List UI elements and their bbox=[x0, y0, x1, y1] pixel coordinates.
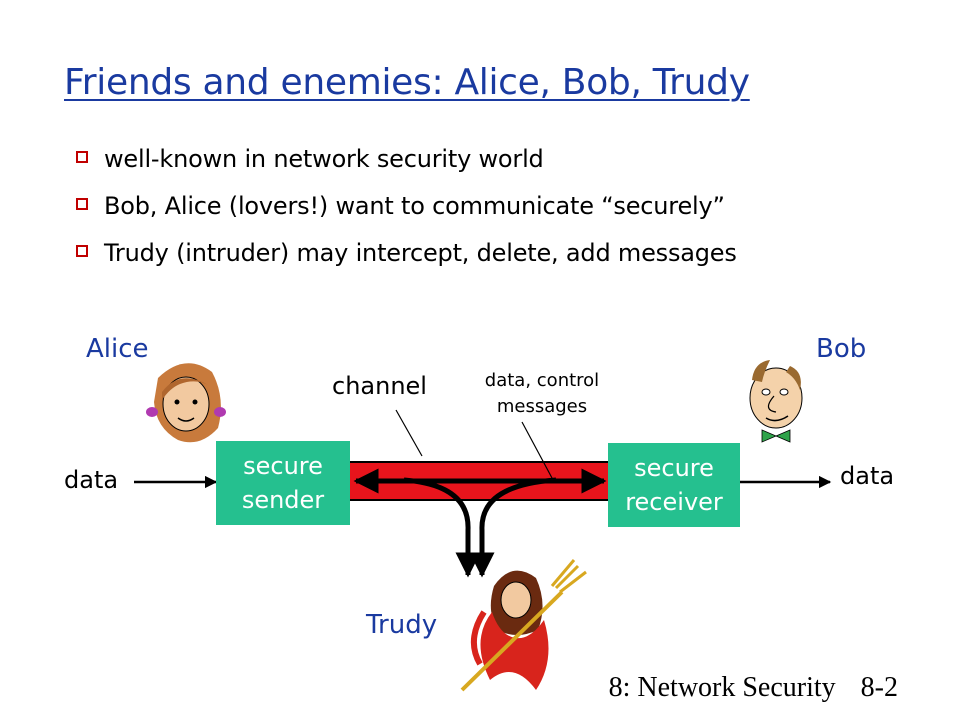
slide-title: Friends and enemies: Alice, Bob, Trudy bbox=[64, 62, 750, 103]
data-out-label: data bbox=[840, 462, 895, 490]
trudy-tap-arrow-right bbox=[469, 477, 557, 578]
bullet-item: Bob, Alice (lovers!) want to communicate… bbox=[76, 187, 737, 234]
secure-receiver-box: secure receiver bbox=[608, 443, 740, 527]
receiver-line2: receiver bbox=[625, 488, 723, 516]
messages-label: data, control messages bbox=[462, 368, 622, 420]
bullet-text: Bob, Alice (lovers!) want to communicate… bbox=[104, 192, 725, 220]
bullet-box-icon bbox=[76, 245, 88, 257]
slide-footer: 8: Network Security 8-2 bbox=[609, 672, 898, 704]
bullet-item: Trudy (intruder) may intercept, delete, … bbox=[76, 234, 737, 281]
bob-label: Bob bbox=[816, 334, 867, 364]
sender-line1: secure bbox=[243, 452, 323, 480]
trudy-tap-arrow-left bbox=[403, 477, 481, 578]
channel-callout-line bbox=[395, 409, 423, 457]
bob-icon bbox=[749, 360, 803, 443]
bullet-box-icon bbox=[76, 198, 88, 210]
bullet-box-icon bbox=[76, 151, 88, 163]
bullet-item: well-known in network security world bbox=[76, 140, 737, 187]
messages-label-line2: messages bbox=[496, 396, 588, 417]
receiver-line1: secure bbox=[634, 454, 714, 482]
bullet-list: well-known in network security world Bob… bbox=[76, 140, 737, 281]
trudy-icon bbox=[460, 559, 587, 692]
alice-icon bbox=[146, 363, 226, 443]
sender-line2: sender bbox=[241, 486, 325, 514]
footer-page: 8-2 bbox=[860, 672, 898, 703]
messages-label-line1: data, control bbox=[484, 370, 600, 391]
data-in-label: data bbox=[64, 466, 119, 494]
bullet-text: well-known in network security world bbox=[104, 145, 544, 173]
footer-chapter: 8: Network Security bbox=[608, 672, 836, 703]
channel-label: channel bbox=[332, 372, 427, 400]
bullet-text: Trudy (intruder) may intercept, delete, … bbox=[104, 239, 737, 267]
alice-label: Alice bbox=[86, 334, 149, 364]
messages-callout-line bbox=[521, 421, 553, 479]
trudy-label: Trudy bbox=[366, 610, 438, 640]
secure-sender-box: secure sender bbox=[216, 441, 350, 525]
